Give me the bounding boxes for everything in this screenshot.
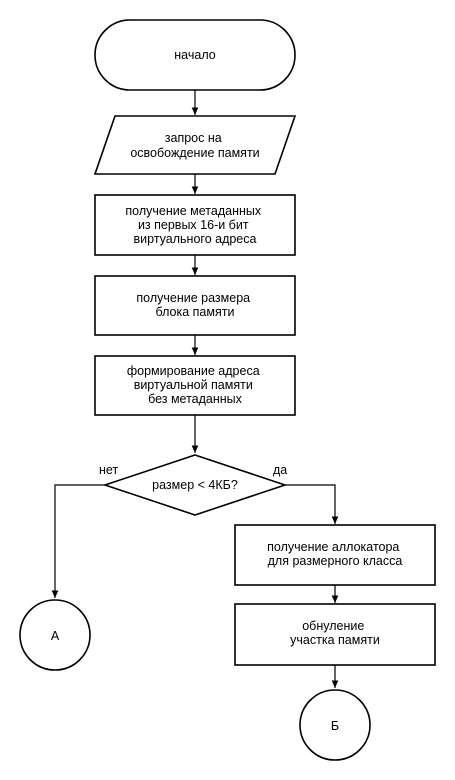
input-line-1: запрос на (165, 131, 222, 145)
arrow-decision-yes-to-step4 (285, 484, 339, 524)
connector-a-shape (19, 599, 91, 671)
step-form-address: формирование адреса виртуальной памяти б… (94, 355, 296, 416)
step-block-size-label: получение размера блока памяти (136, 291, 253, 319)
start-shape (94, 19, 296, 91)
input-block: запрос на освобождение памяти (93, 115, 297, 175)
step-metadata-shape (94, 194, 296, 256)
decision-yes-label: да (273, 463, 287, 477)
step-block-size-line-2: блока памяти (156, 305, 235, 319)
decision-label: размер < 4КБ? (152, 478, 238, 492)
connector-a: А (19, 599, 91, 671)
step-zero-memory-line-1: обнуление (302, 619, 364, 633)
step-form-address-line-2: виртуальной памяти (134, 378, 253, 392)
step-metadata-line-1: получение метаданных (125, 204, 261, 218)
step-form-address-label: формирование адреса виртуальной памяти б… (127, 364, 263, 406)
step-block-size: получение размера блока памяти (94, 275, 296, 336)
step-zero-memory-line-2: участка памяти (290, 633, 380, 647)
step-get-allocator-line-2: для размерного класса (268, 554, 403, 568)
connector-b: Б (299, 689, 371, 761)
start-label: начало (174, 48, 215, 62)
connector-b-label: Б (331, 719, 339, 733)
step-block-size-line-1: получение размера (136, 291, 250, 305)
input-label: запрос на освобождение памяти (130, 131, 259, 160)
step-zero-memory-shape (234, 603, 436, 666)
step-get-allocator-shape (234, 524, 436, 586)
step-metadata-label: получение метаданных из первых 16-и бит … (125, 204, 264, 246)
step-block-size-shape (94, 275, 296, 336)
start-terminator: начало (94, 19, 296, 91)
input-line-2: освобождение памяти (130, 146, 259, 160)
decision-shape (102, 454, 288, 516)
step-form-address-line-1: формирование адреса (127, 364, 260, 378)
step-get-allocator-line-1: получение аллокатора (267, 540, 399, 554)
step-form-address-line-3: без метаданных (148, 392, 243, 406)
decision-no-label: нет (99, 463, 118, 477)
step-metadata: получение метаданных из первых 16-и бит … (94, 194, 296, 256)
connector-b-shape (299, 689, 371, 761)
step-zero-memory-label: обнуление участка памяти (290, 619, 380, 647)
step-get-allocator: получение аллокатора для размерного клас… (234, 524, 436, 586)
step-get-allocator-label: получение аллокатора для размерного клас… (267, 540, 403, 568)
step-metadata-line-2: из первых 16-и бит (138, 218, 249, 232)
step-metadata-line-3: виртуального адреса (134, 232, 257, 246)
decision-size: размер < 4КБ? нет да (99, 454, 288, 516)
arrow-decision-no-to-a (51, 484, 105, 598)
connector-a-label: А (51, 629, 60, 643)
input-shape (93, 115, 297, 175)
step-zero-memory: обнуление участка памяти (234, 603, 436, 666)
step-form-address-shape (94, 355, 296, 416)
